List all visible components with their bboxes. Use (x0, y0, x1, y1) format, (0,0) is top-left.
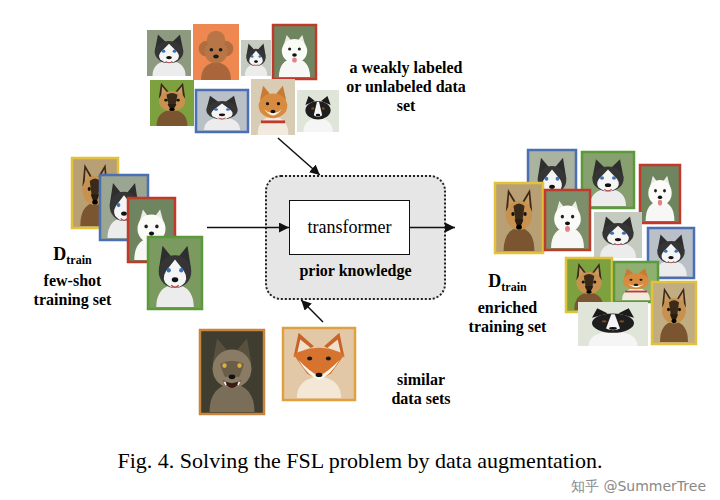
dog-photo (551, 201, 584, 248)
data-set-group: Dtrainenriched training set (455, 148, 700, 348)
arrow-connector (301, 300, 323, 322)
dog-photo (660, 287, 688, 342)
dog-photo (600, 217, 636, 258)
text-group: similar data sets (382, 370, 460, 408)
dog-photo (590, 159, 626, 206)
photo-frame (594, 212, 642, 258)
dog-photo (153, 35, 186, 76)
text-group: a weakly labeled or unlabeled data set (342, 58, 470, 115)
box-label: prior knowledge (267, 261, 444, 280)
text-group: Dtrainfew-shot training set (20, 243, 125, 309)
photo-group (495, 150, 696, 346)
figure-caption: Fig. 4. Solving the FSL problem by data … (0, 448, 720, 474)
photo-frame (148, 237, 202, 309)
text-group: transformer (290, 201, 409, 254)
text-group: Dtrain (455, 270, 560, 298)
dog-photo (504, 189, 535, 251)
wolf-photo (210, 338, 255, 412)
data-set-group: Dtrainfew-shot training set (20, 155, 207, 312)
arrow-connector (207, 227, 289, 229)
photo-group (147, 24, 339, 135)
dog-photo (258, 86, 289, 135)
photo-frame (283, 328, 355, 400)
dog-photo (245, 44, 268, 76)
data-set-group: a weakly labeled or unlabeled data set (145, 22, 470, 138)
set-subscript: train (66, 253, 91, 267)
dog-photo (204, 96, 240, 130)
box-label: transformer (308, 217, 392, 238)
watermark: 知乎 @SummerTree (571, 478, 706, 495)
dog-photo (646, 176, 675, 221)
set-symbol: D (488, 271, 501, 291)
text-group: prior knowledge (267, 261, 444, 280)
text-group: Dtrain (20, 243, 125, 271)
group-label: few-shot training set (20, 271, 125, 309)
dog-photo (157, 83, 188, 126)
group-label: enriched training set (455, 298, 560, 336)
group-label: a weakly labeled or unlabeled data set (342, 58, 470, 115)
photo-frame (545, 190, 590, 250)
photo-frame (640, 165, 680, 223)
photo-frame (297, 90, 339, 132)
photo-frame (150, 80, 194, 126)
set-subscript: train (501, 280, 526, 294)
photo-frame (241, 40, 271, 76)
photo-frame (193, 24, 239, 80)
transformer-box: transformer (289, 200, 410, 255)
dog-photo (589, 308, 638, 346)
photo-frame (200, 330, 264, 414)
dog-photo (279, 35, 310, 77)
photo-frame (147, 30, 191, 76)
dog-photo (199, 31, 234, 80)
photo-frame (578, 302, 648, 346)
photo-frame (251, 79, 295, 135)
dog-photo (156, 246, 194, 307)
fox-photo (294, 333, 345, 398)
photo-frame (495, 183, 543, 253)
prior-knowledge-box: prior knowledge transformer (265, 175, 446, 300)
photo-frame (273, 25, 316, 79)
dog-photo (655, 235, 687, 276)
photo-frame (652, 282, 696, 344)
dog-photo (622, 268, 650, 300)
group-label: similar data sets (382, 370, 460, 408)
text-group: Dtrainenriched training set (455, 270, 560, 336)
photo-group (200, 328, 355, 414)
arrow-connector (410, 227, 455, 229)
data-set-group: similar data sets (200, 322, 460, 418)
arrow-connector (278, 138, 320, 175)
dog-photo (303, 96, 332, 132)
photo-frame (196, 90, 248, 132)
set-symbol: D (53, 244, 66, 264)
